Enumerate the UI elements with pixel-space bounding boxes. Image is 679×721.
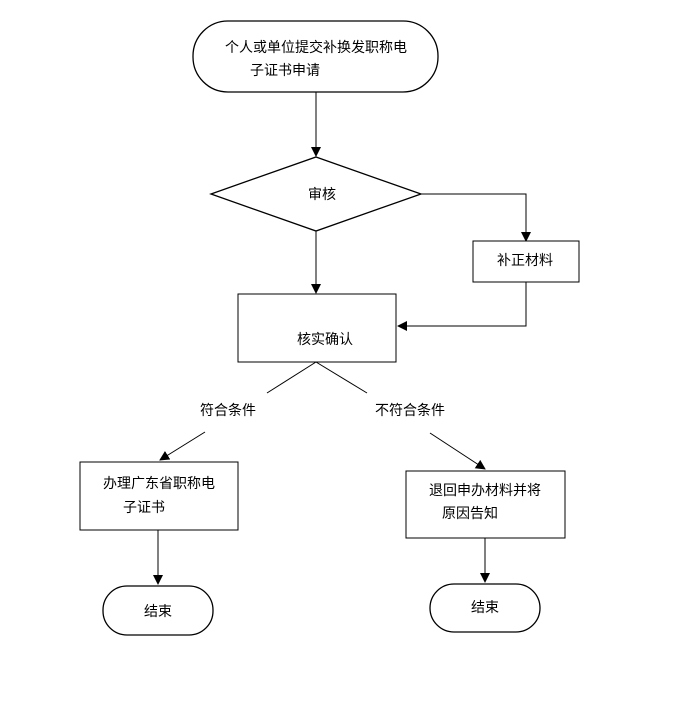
return-materials-node-line-2: 原因告知 (442, 505, 498, 522)
branch-line-not-qualified (315, 361, 368, 394)
supplement-node-label: 补正材料 (497, 253, 553, 269)
end-node-right: 结束 (429, 583, 541, 633)
supplement-node: 补正材料 (472, 240, 580, 283)
branch-line-qualified (266, 361, 317, 394)
return-materials-node: 退回申办材料并将 原因告知 (405, 470, 566, 539)
branch-label-qualified: 符合条件 (200, 402, 256, 419)
branch-label-not-qualified: 不符合条件 (375, 402, 445, 419)
end-node-right-label: 结束 (471, 600, 499, 616)
arrow-not-qualified-to-return (429, 432, 486, 470)
verify-node-label: 核实确认 (297, 332, 353, 348)
review-decision: 审核 (209, 156, 423, 232)
start-node: 个人或单位提交补换发职称电 子证书申请 (192, 20, 439, 93)
arrow-review-to-supplement (421, 193, 531, 242)
verify-node: 核实确认 (237, 293, 397, 363)
issue-node-line-1: 办理广东省职称电 (103, 476, 215, 492)
issue-node: 办理广东省职称电 子证书 (79, 461, 239, 531)
review-decision-label: 审核 (308, 187, 336, 203)
end-node-left: 结束 (102, 585, 214, 636)
start-node-line-1: 个人或单位提交补换发职称电 (225, 39, 407, 56)
issue-node-line-2: 子证书 (123, 500, 165, 516)
return-materials-node-line-1: 退回申办材料并将 (429, 483, 541, 499)
arrow-supplement-to-verify (397, 282, 527, 331)
end-node-left-label: 结束 (144, 604, 172, 620)
start-node-line-2: 子证书申请 (250, 63, 320, 79)
arrow-qualified-to-issue (159, 431, 206, 461)
